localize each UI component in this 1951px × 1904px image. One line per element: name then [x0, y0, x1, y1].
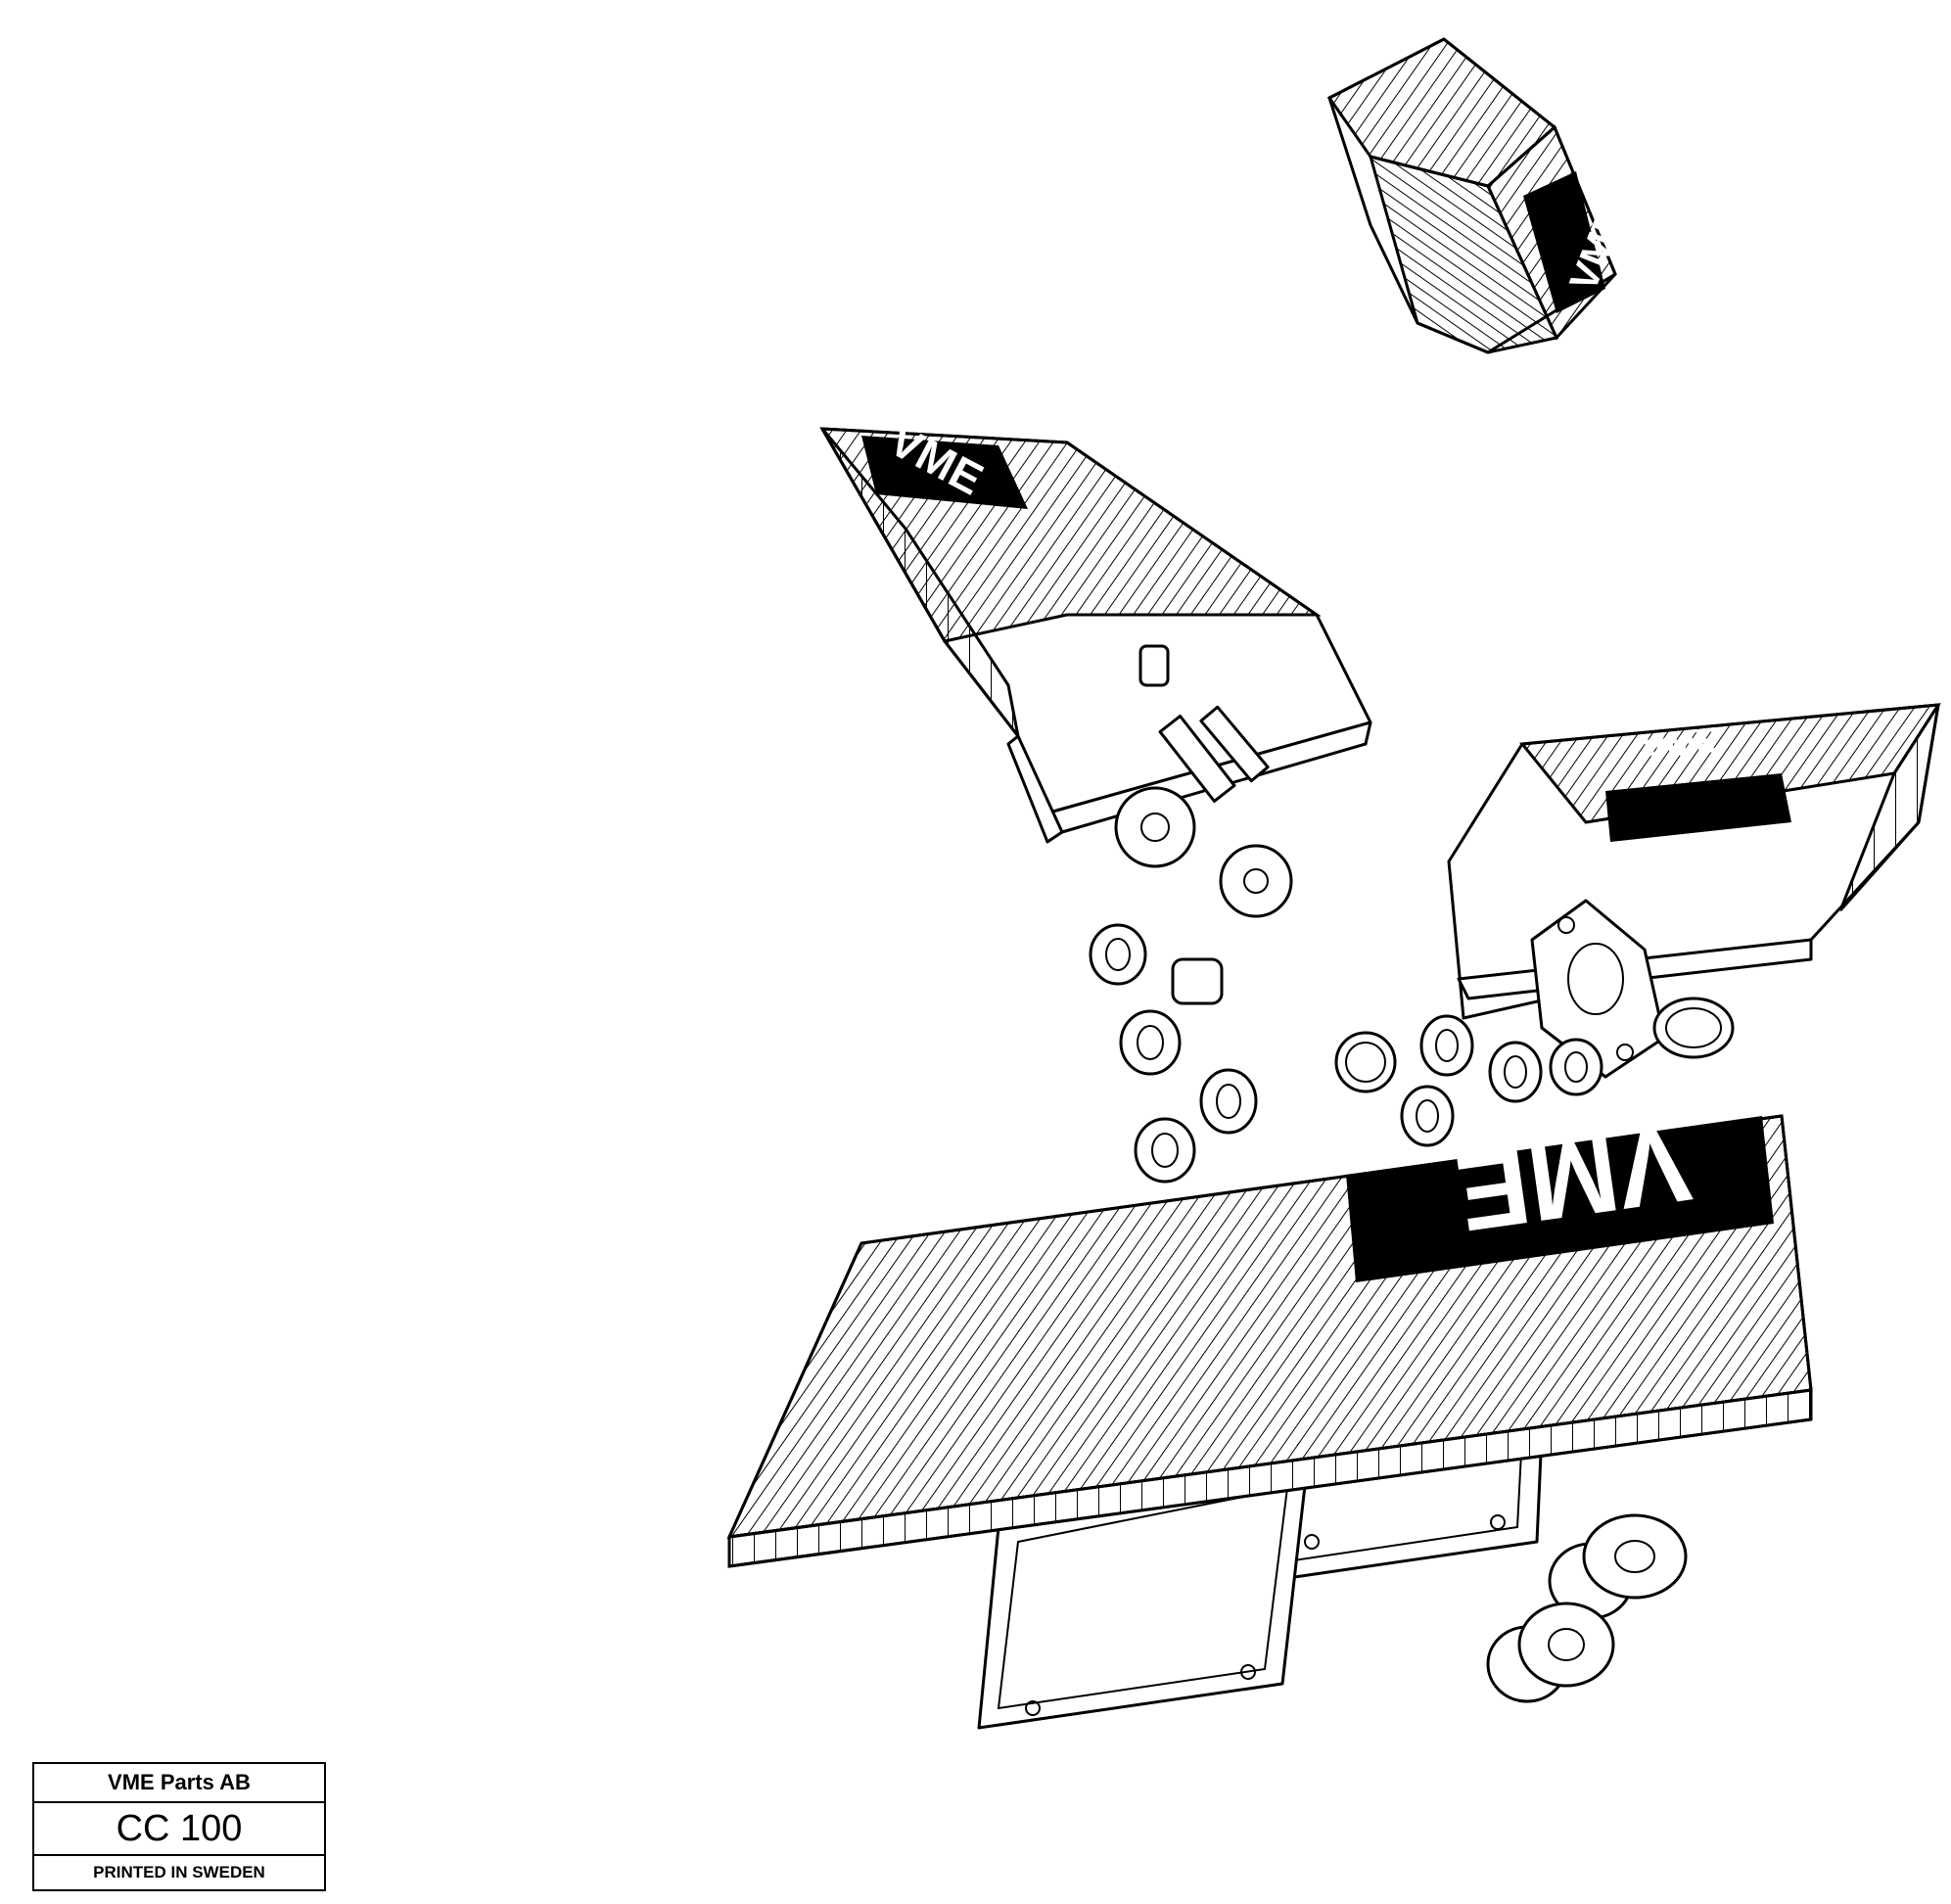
washer	[1334, 1031, 1397, 1093]
printed-note: PRINTED IN SWEDEN	[93, 1863, 265, 1881]
bearing	[1486, 1602, 1615, 1703]
document-code: CC 100	[34, 1803, 324, 1856]
bearing	[1548, 1513, 1688, 1620]
title-block: VME Parts AB CC 100 PRINTED IN SWEDEN	[32, 1762, 326, 1891]
bearings	[1486, 1513, 1688, 1703]
washer	[1400, 1085, 1455, 1147]
washer	[1089, 923, 1147, 986]
small-box: VME	[1326, 37, 1634, 354]
washer	[1488, 1041, 1543, 1103]
flat-box: VME	[726, 1102, 1813, 1568]
washer	[1119, 1009, 1182, 1076]
gear-2	[1219, 844, 1293, 918]
washer	[1549, 1038, 1603, 1096]
washer	[1199, 1068, 1258, 1135]
gear-1	[1114, 786, 1196, 868]
washer	[1134, 1117, 1196, 1184]
sealing-washers	[1089, 923, 1603, 1184]
open-box-gasket: VME	[1447, 703, 1941, 1079]
washer	[1419, 1014, 1474, 1077]
company-name: VME Parts AB	[34, 1764, 324, 1803]
open-box-shafts-gears: VME	[819, 414, 1372, 1005]
